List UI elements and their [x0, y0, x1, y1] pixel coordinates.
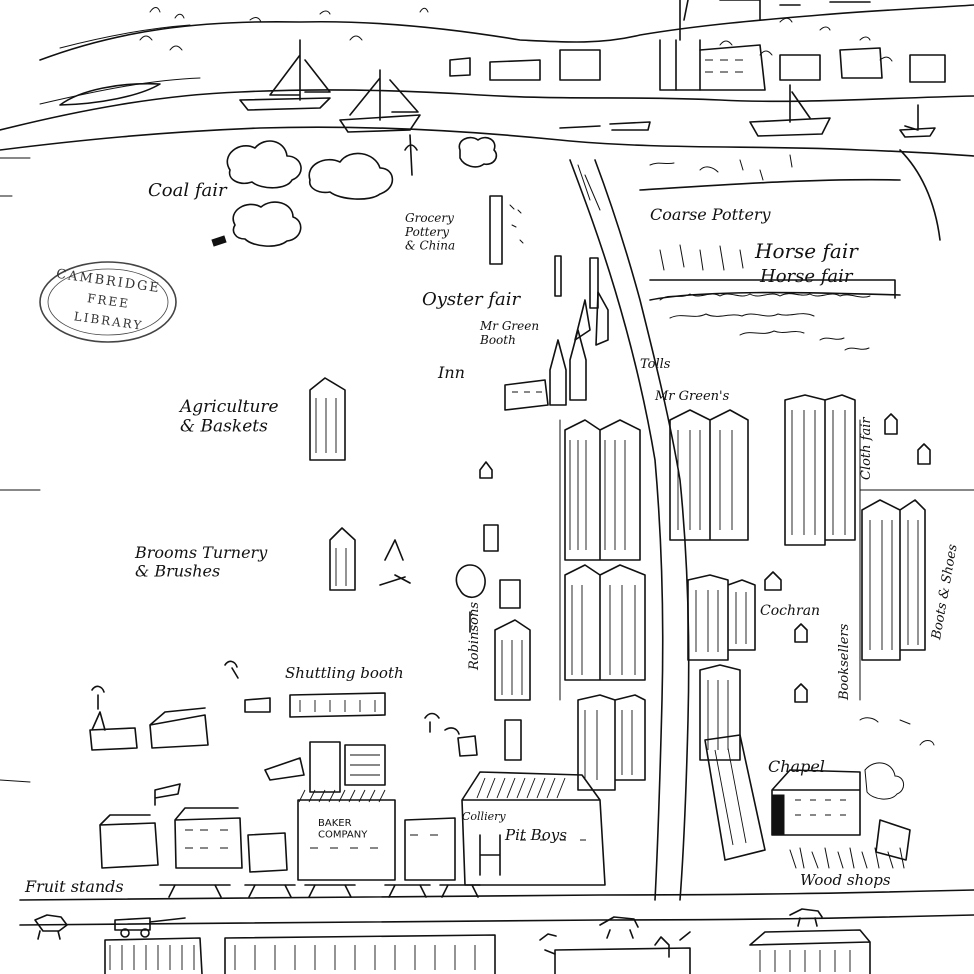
hills-and-river — [0, 4, 974, 783]
label-line: & China — [405, 239, 455, 253]
label-agriculture: Agriculture& Baskets — [178, 397, 279, 437]
sailing-ships — [239, 39, 936, 138]
label-pit-boys: Pit Boys — [504, 826, 567, 844]
label-line: Agriculture — [178, 397, 279, 417]
label-line: Brooms Turnery — [134, 543, 268, 562]
inn-building — [504, 329, 587, 411]
label-cloth-fair: Cloth fair — [859, 417, 874, 480]
label-fruit-stands: Fruit stands — [24, 877, 124, 896]
fruit-stand-trestles — [159, 884, 481, 898]
wood-shops — [789, 819, 911, 869]
label-horse-fair-1: Horse fair — [754, 239, 859, 263]
roads — [19, 159, 974, 926]
label-line: Grocery — [405, 211, 454, 225]
right-side-items — [764, 413, 935, 746]
label-wood-shops: Wood shops — [800, 871, 891, 889]
label-line: Pottery — [404, 225, 449, 239]
top-stalls — [489, 195, 609, 346]
label-line: & Baskets — [180, 417, 268, 437]
label-shuttling-booth: Shuttling booth — [285, 664, 404, 682]
label-coarse-pottery: Coarse Pottery — [650, 205, 772, 224]
label-line: & Brushes — [135, 561, 220, 580]
colliery-building — [461, 771, 606, 886]
label-chapel: Chapel — [768, 757, 825, 776]
robinsons-area — [455, 524, 531, 761]
label-oyster-fair: Oyster fair — [422, 289, 522, 310]
lower-left-buildings — [89, 692, 386, 873]
label-line: BAKER — [318, 818, 352, 829]
library-stamp: CAMBRIDGE FREE LIBRARY — [39, 261, 177, 343]
booth-rows — [564, 394, 926, 861]
bottom-buildings — [34, 908, 871, 974]
label-boots-shoes: Boots & Shoes — [929, 543, 961, 642]
chapel-building — [771, 762, 904, 836]
baker-building — [297, 741, 456, 881]
left-booths — [309, 377, 493, 591]
label-cochran: Cochran — [760, 603, 820, 619]
label-mr-greens: Mr Green's — [654, 389, 730, 404]
stamp-line-3: LIBRARY — [73, 309, 144, 333]
stamp-line-1: CAMBRIDGE — [55, 267, 161, 297]
distant-town — [449, 0, 946, 91]
label-line: COMPANY — [318, 830, 368, 841]
label-brooms: Brooms Turnery& Brushes — [134, 543, 268, 580]
figures — [91, 660, 478, 757]
shrubs — [211, 134, 498, 247]
label-booksellers: Booksellers — [837, 623, 852, 701]
stamp-line-2: FREE — [86, 291, 130, 311]
label-horse-fair-2: Horse fair — [759, 266, 854, 287]
label-tolls: Tolls — [640, 357, 671, 372]
label-coal-fair: Coal fair — [148, 180, 228, 201]
label-colliery: Colliery — [462, 810, 506, 823]
label-line: Booth — [479, 333, 516, 347]
label-robinsons: Robinsons — [467, 602, 482, 671]
label-inn: Inn — [437, 363, 465, 382]
label-line: Mr Green — [479, 319, 539, 333]
horse-fair-field — [649, 154, 896, 351]
